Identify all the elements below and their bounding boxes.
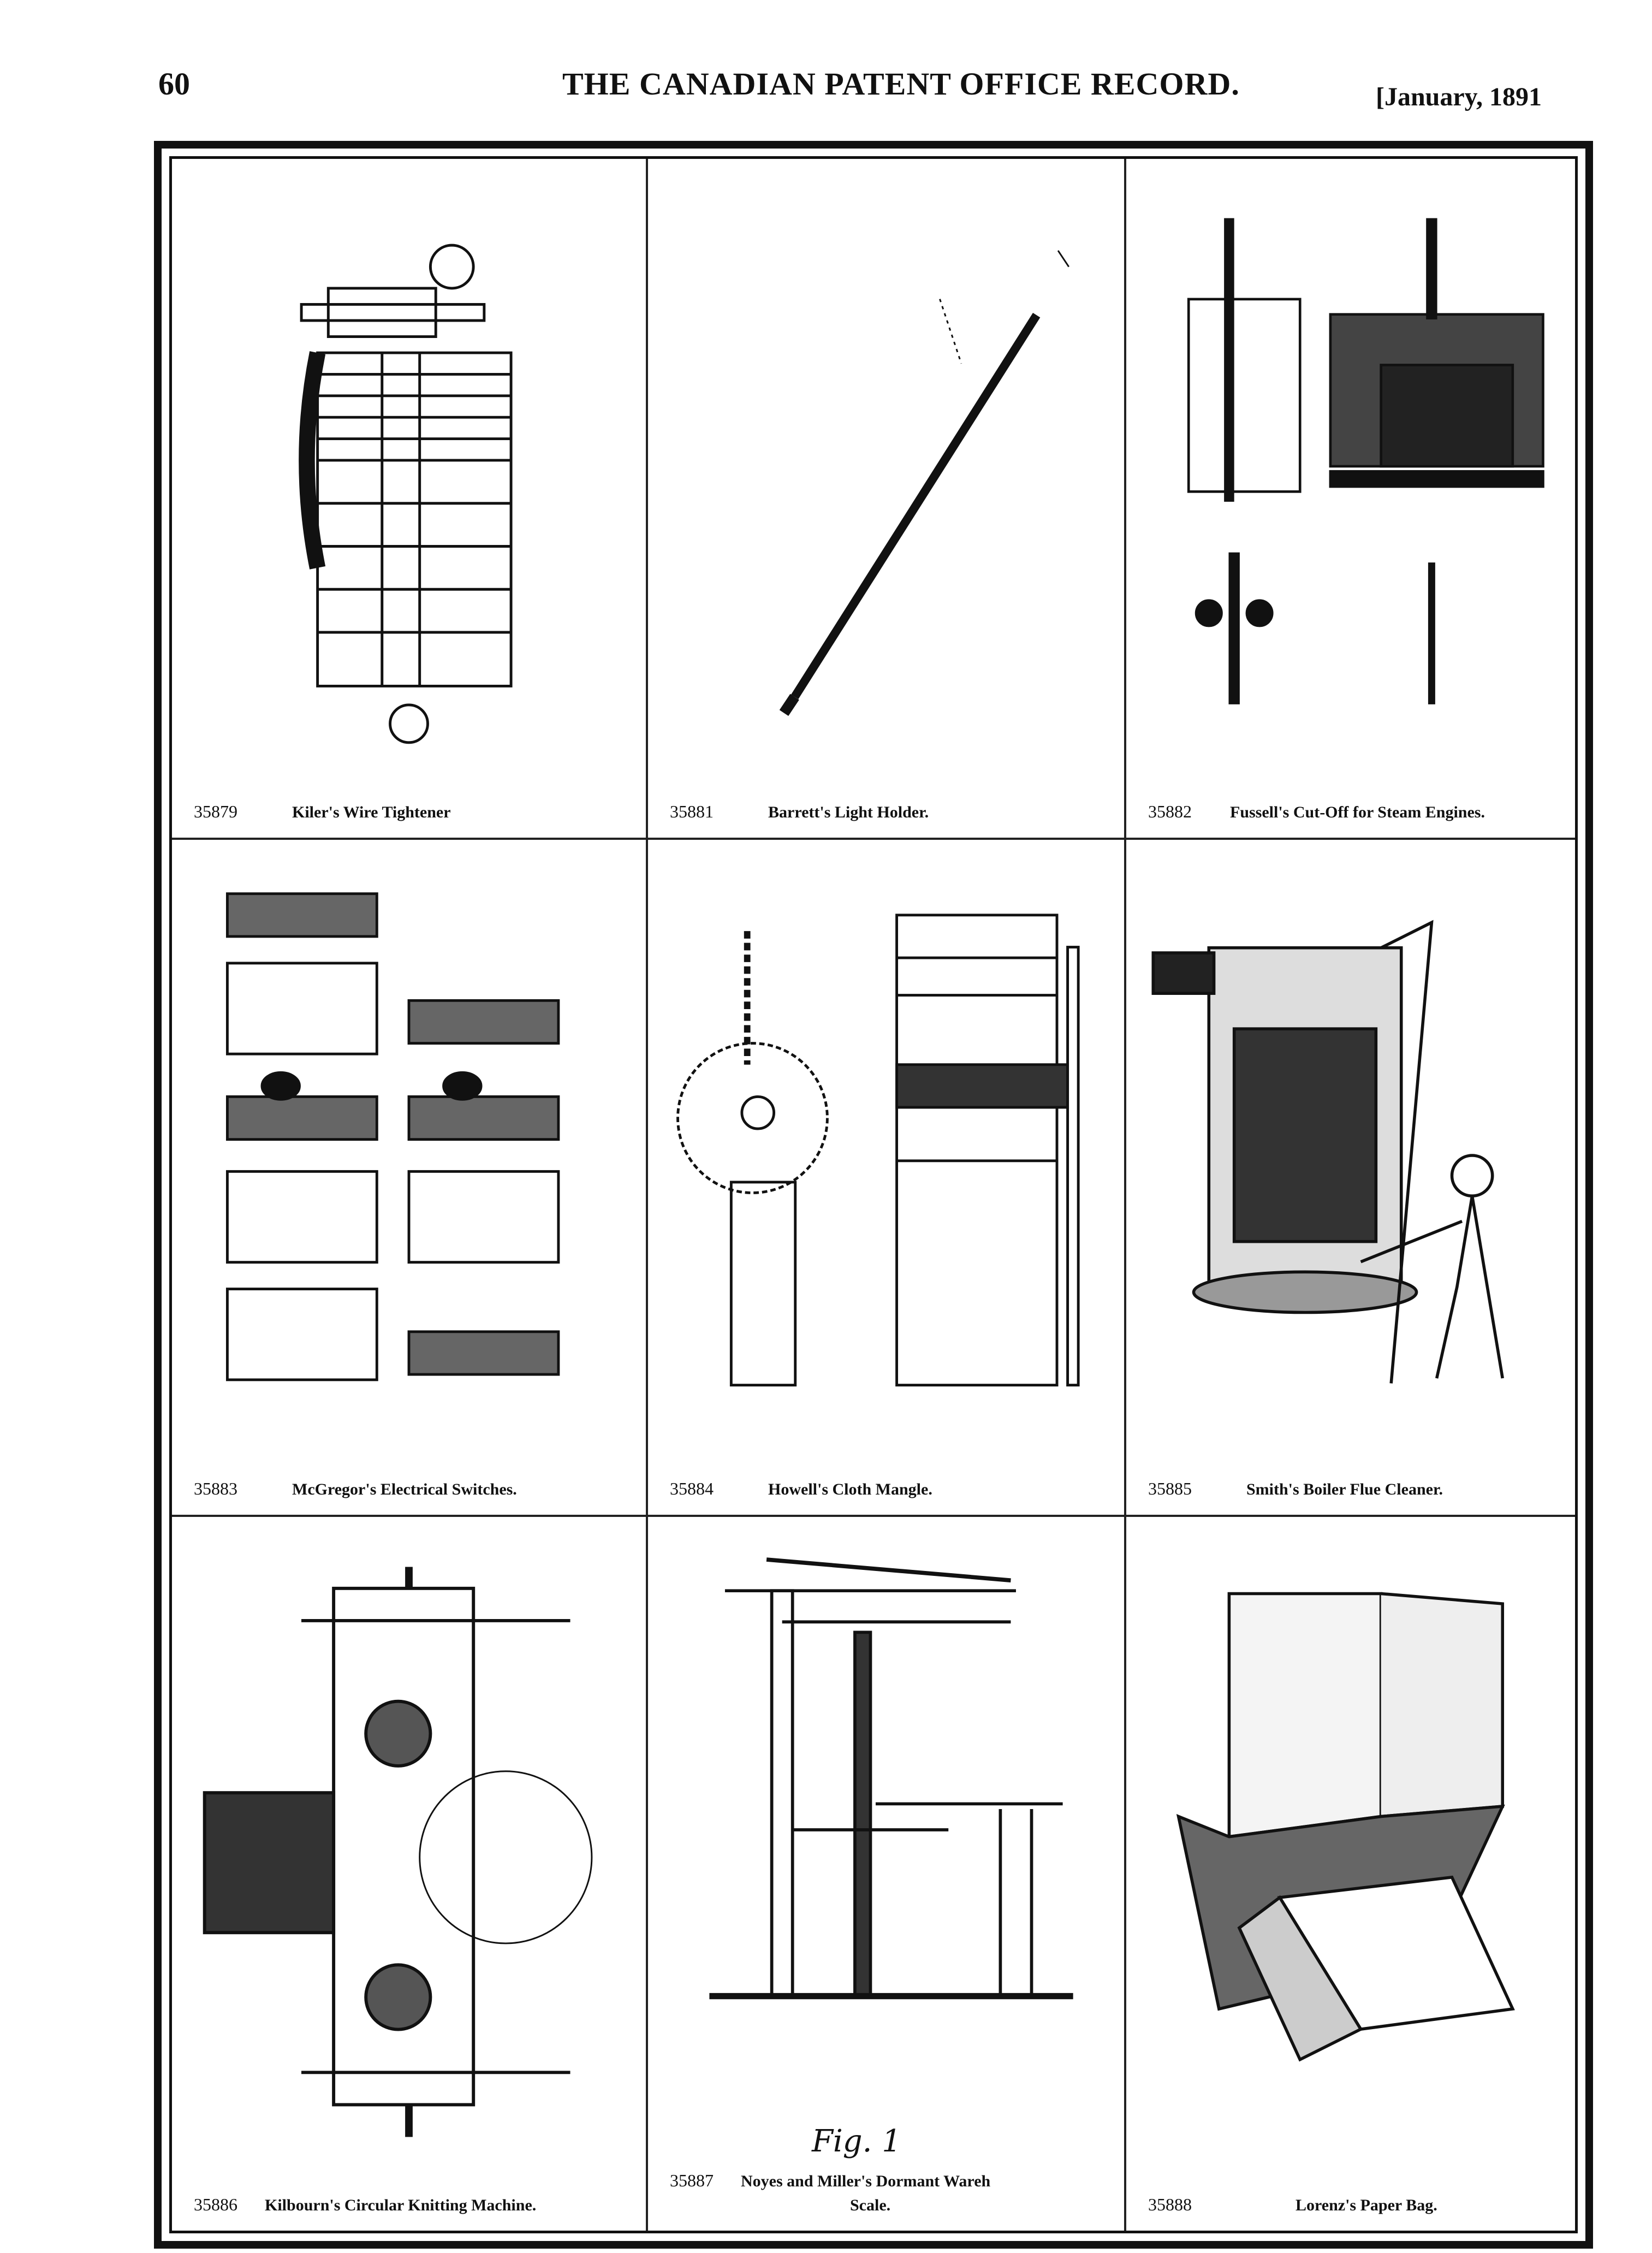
plate-wire-tightener: 35879 Kiler's Wire Tightener — [172, 159, 648, 840]
patent-number: 35881 — [670, 801, 714, 821]
plate-boiler-flue-cleaner: 35885 Smith's Boiler Flue Cleaner. — [1126, 840, 1575, 1517]
patent-number: 35885 — [1148, 1478, 1192, 1498]
cloth-mangle-drawing — [670, 862, 1102, 1449]
plate-light-holder: 35881 Barrett's Light Holder. — [648, 159, 1126, 840]
patent-number: 35882 — [1148, 801, 1192, 821]
plate-title: Barrett's Light Holder. — [768, 803, 929, 821]
plate-title: Howell's Cloth Mangle. — [768, 1480, 932, 1498]
plate-electrical-switches: 35883 McGregor's Electrical Switches. — [172, 840, 648, 1517]
plate-cloth-mangle: 35884 Howell's Cloth Mangle. — [648, 840, 1126, 1517]
boiler-flue-cleaner-drawing — [1148, 862, 1553, 1449]
electrical-switches-drawing — [194, 862, 624, 1449]
plate-title: Smith's Boiler Flue Cleaner. — [1246, 1480, 1443, 1498]
patent-number: 35886 — [194, 2194, 237, 2214]
light-holder-drawing — [670, 181, 1102, 772]
plates-frame: 35879 Kiler's Wire Tightener 35881 Barrett… — [154, 141, 1593, 2249]
issue-date: [January, 1891 — [1376, 82, 1542, 111]
patent-number: 35884 — [670, 1478, 714, 1498]
wire-tightener-drawing — [194, 181, 624, 772]
patent-number: 35887 — [670, 2170, 714, 2190]
plate-title: Kilbourn's Circular Knitting Machine. — [265, 2196, 537, 2214]
patent-number: 35883 — [194, 1478, 237, 1498]
plate-title: Kiler's Wire Tightener — [292, 803, 451, 821]
figure-label: Fig. 1 — [812, 2124, 901, 2159]
plate-title: Fussell's Cut-Off for Steam Engines. — [1230, 803, 1485, 821]
plate-knitting-machine: 35886 Kilbourn's Circular Knitting Machin… — [172, 1517, 648, 2231]
plate-title-line2: Scale. — [850, 2196, 891, 2214]
paper-bag-drawing — [1148, 1539, 1553, 2165]
publication-title: THE CANADIAN PATENT OFFICE RECORD. — [562, 66, 1240, 102]
plate-title: Noyes and Miller's Dormant Wareh — [741, 2172, 991, 2190]
plate-steam-cutoff: 35882 Fussell's Cut-Off for Steam Engines… — [1126, 159, 1575, 840]
plate-paper-bag: 35888 Lorenz's Paper Bag. — [1126, 1517, 1575, 2231]
page-number: 60 — [158, 66, 190, 102]
knitting-machine-drawing — [194, 1539, 624, 2165]
steam-cutoff-drawing — [1148, 181, 1553, 772]
plate-title: McGregor's Electrical Switches. — [292, 1480, 517, 1498]
plate-warehouse-scale: Fig. 1 35887 Noyes and Miller's Dormant W… — [648, 1517, 1126, 2231]
patent-number: 35879 — [194, 801, 237, 821]
patent-number: 35888 — [1148, 2194, 1192, 2214]
warehouse-scale-drawing — [670, 1539, 1102, 2110]
plate-title: Lorenz's Paper Bag. — [1296, 2196, 1437, 2214]
